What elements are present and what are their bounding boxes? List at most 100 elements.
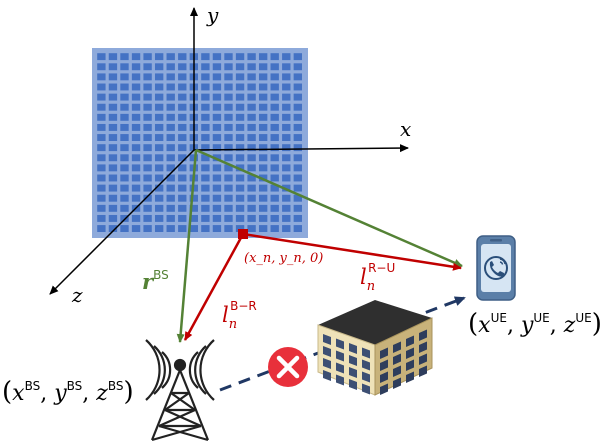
ris-element: [212, 214, 222, 222]
ris-element: [247, 93, 256, 101]
ris-element: [224, 103, 233, 111]
ris-element: [143, 73, 152, 81]
ris-element: [293, 225, 302, 232]
ris-element: [247, 63, 256, 71]
ris-element: [143, 144, 152, 152]
ris-element: [224, 164, 233, 172]
ris-element: [154, 204, 164, 212]
ris-element: [224, 53, 233, 61]
ris-element: [131, 63, 141, 71]
ris-element: [224, 214, 233, 222]
ris-element: [178, 174, 187, 182]
ris-element: [235, 214, 245, 222]
building-window: [323, 334, 331, 345]
ris-element: [235, 113, 245, 121]
ris-element: [201, 113, 210, 121]
ris-element: [120, 184, 129, 192]
ris-element: [247, 164, 256, 172]
ris-element: [178, 103, 187, 111]
ris-element: [212, 134, 222, 141]
ris-element: [247, 123, 256, 131]
ris-element: [247, 225, 256, 232]
ris-element: [166, 134, 175, 141]
ris-element: [201, 204, 210, 212]
ris-element: [270, 184, 279, 192]
ris-element: [154, 123, 164, 131]
ris-element: [120, 174, 129, 182]
ris-element: [235, 154, 245, 162]
ris-element: [258, 63, 268, 71]
ris-element: [120, 63, 129, 71]
ris-element: [258, 113, 268, 121]
ris-element: [166, 214, 175, 222]
ris-element: [143, 214, 152, 222]
ris-element: [224, 194, 233, 202]
ris-element: [235, 184, 245, 192]
ris-element: [212, 53, 222, 61]
building-window: [419, 353, 427, 365]
ris-element: [212, 174, 222, 182]
ris-element: [235, 123, 245, 131]
building-window: [419, 341, 427, 353]
ris-element: [131, 194, 141, 202]
ris-element: [108, 154, 118, 162]
building-window: [380, 383, 388, 395]
ris-element: [293, 103, 302, 111]
ris-element: [270, 154, 279, 162]
ris-element: [97, 184, 106, 192]
building-window: [393, 353, 401, 365]
ris-element: [258, 93, 268, 101]
ris-element: [120, 113, 129, 121]
x-axis: [193, 144, 409, 153]
ris-element: [247, 184, 256, 192]
ris-element: [166, 103, 175, 111]
ris-element: [224, 113, 233, 121]
ris-element: [258, 103, 268, 111]
building-window: [362, 371, 370, 383]
ris-element: [108, 134, 118, 141]
ris-element: [131, 184, 141, 192]
ris-element: [166, 113, 175, 121]
building-window: [380, 359, 388, 371]
building-window: [419, 365, 427, 377]
ris-element: [235, 103, 245, 111]
ris-element: [178, 144, 187, 152]
building-window: [323, 370, 331, 381]
ris-element: [201, 123, 210, 131]
building-window: [362, 359, 370, 371]
building-window: [349, 355, 357, 366]
ris-element: [120, 164, 129, 172]
ris-element: [154, 144, 164, 152]
ris-element: [131, 113, 141, 121]
ris-element: [270, 214, 279, 222]
origin-to-ue-path: [195, 148, 463, 268]
r-bs-label: rBS: [142, 268, 169, 294]
ris-element: [258, 164, 268, 172]
ris-element: [247, 154, 256, 162]
ris-element: [212, 184, 222, 192]
ris-element: [201, 174, 210, 182]
ris-element: [189, 225, 198, 232]
ris-element: [282, 194, 291, 202]
ris-element: [212, 63, 222, 71]
ris-element: [247, 103, 256, 111]
ris-element: [201, 144, 210, 152]
ris-element: [108, 225, 118, 232]
ris-element: [120, 134, 129, 141]
ris-element: [97, 63, 106, 71]
ris-element: [247, 144, 256, 152]
ris-element: [293, 123, 302, 131]
ris-element: [97, 93, 106, 101]
ris-element: [282, 164, 291, 172]
ris-element: [293, 214, 302, 222]
building-window: [419, 329, 427, 341]
ris-element: [258, 154, 268, 162]
ris-element: [178, 154, 187, 162]
ris-element: [224, 184, 233, 192]
ris-element: [189, 154, 198, 162]
ris-element: [270, 53, 279, 61]
ris-element: [235, 63, 245, 71]
ris-element: [293, 53, 302, 61]
ris-element: [293, 83, 302, 91]
building-window: [406, 347, 414, 359]
